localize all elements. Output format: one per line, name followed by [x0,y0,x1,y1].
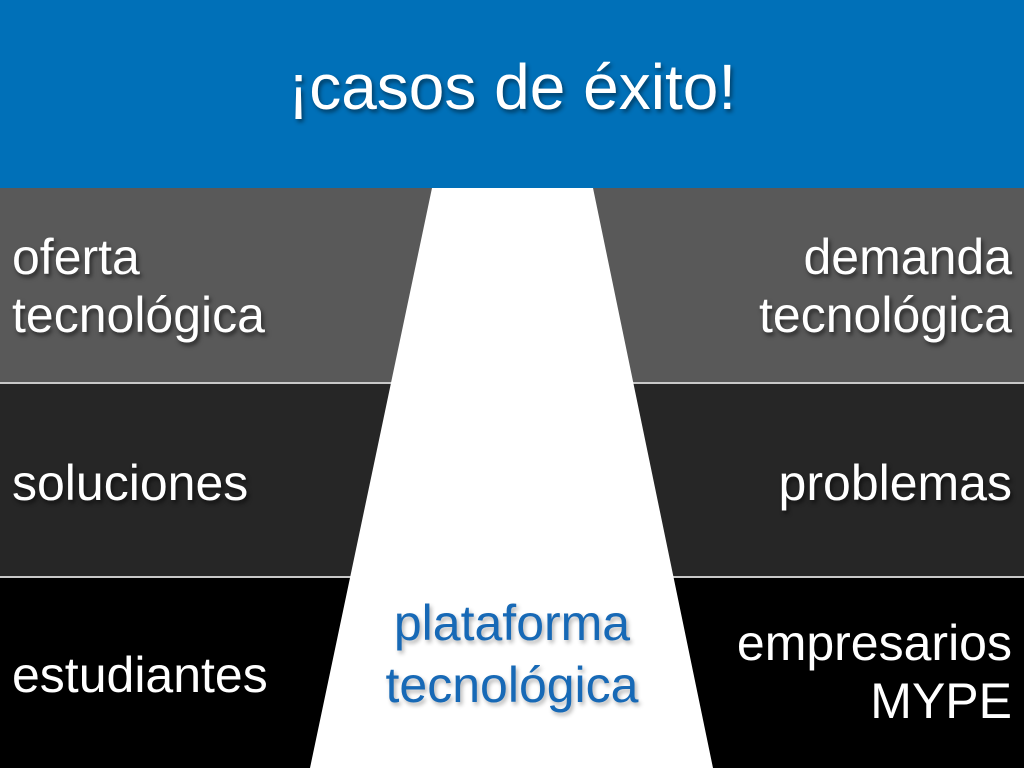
row-3-right-label: empresarios MYPE [736,615,1012,729]
row-1-left-label: oferta tecnológica [12,229,265,343]
title-banner: ¡casos de éxito! [0,0,1024,188]
platform-road [310,188,713,768]
row-1-right-label: demanda tecnológica [759,229,1012,343]
row-3-left-label: estudiantes [12,647,268,703]
row-2-left-label: soluciones [12,455,249,511]
platform-label: plataforma tecnológica [385,595,639,713]
row-2-right-label: problemas [778,455,1012,511]
slide-title: ¡casos de éxito! [287,51,737,123]
